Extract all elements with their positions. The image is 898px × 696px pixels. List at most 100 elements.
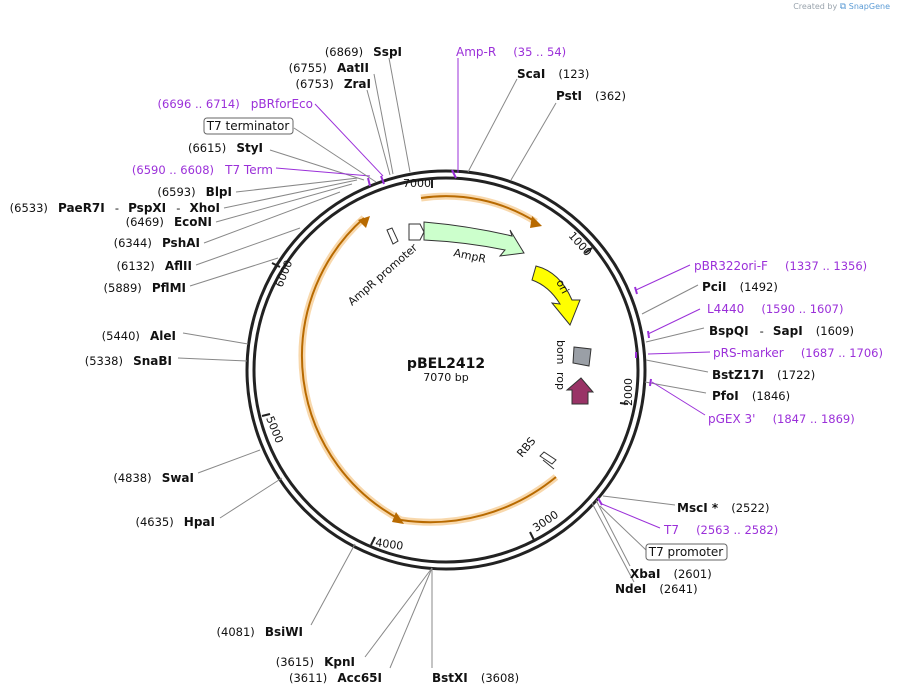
t7-promoter-label: T7 promoter bbox=[648, 545, 724, 559]
leader-aflii bbox=[195, 227, 301, 266]
ampr-arrow bbox=[423, 221, 525, 257]
primer-pbrforeco-range: (6696 .. 6714) bbox=[158, 97, 240, 111]
site-bsiwi-num: (4081) bbox=[217, 625, 255, 639]
site-swai: (4838) SwaI bbox=[113, 467, 194, 486]
bom-marker bbox=[572, 346, 592, 367]
site-msci-num: (2522) bbox=[731, 501, 769, 515]
site-leaders bbox=[177, 57, 709, 669]
site-msci-name: MscI * bbox=[677, 501, 719, 515]
ori-label: ori bbox=[553, 277, 571, 296]
site-bspqi-sep: - bbox=[760, 324, 764, 338]
primer-t7-term-name: T7 Term bbox=[224, 163, 273, 177]
site-labels: (6869) SspI (6755) AatII (6753) ZraI Sca… bbox=[10, 45, 854, 686]
boxed-feature-labels: T7 terminator T7 promoter bbox=[203, 117, 728, 561]
site-psti-name: PstI bbox=[556, 89, 582, 103]
tick-label-6000: 6000 bbox=[273, 258, 296, 289]
orf-arrow-top bbox=[530, 216, 542, 228]
site-hpai: (4635) HpaI bbox=[135, 511, 215, 530]
primer-prs-marker-name: pRS-marker bbox=[713, 346, 784, 360]
site-ndei: NdeI (2641) bbox=[615, 578, 698, 597]
leader-pbr322ori-f bbox=[635, 264, 691, 291]
t7-terminator-label: T7 terminator bbox=[206, 119, 290, 133]
leader-bstz17i bbox=[645, 359, 709, 373]
tick-mark-3000 bbox=[529, 531, 535, 541]
mark-pbrforeco bbox=[380, 175, 385, 185]
site-kpni: (3615) KpnI bbox=[276, 651, 355, 670]
orf-arrow-up bbox=[358, 216, 370, 228]
site-swai-num: (4838) bbox=[113, 471, 151, 485]
leader-pcii bbox=[641, 284, 699, 315]
site-scai-num: (123) bbox=[558, 67, 589, 81]
tick-label-7000: 7000 bbox=[403, 177, 431, 190]
site-pcii-num: (1492) bbox=[740, 280, 778, 294]
site-paer7i-num: (6533) bbox=[10, 201, 48, 215]
site-bstxi-name: BstXI bbox=[432, 671, 468, 685]
site-hpai-name: HpaI bbox=[184, 515, 215, 529]
mark-pgex3 bbox=[649, 378, 652, 387]
leader-econi bbox=[215, 183, 353, 223]
site-xbai: XbaI (2601) bbox=[630, 563, 712, 582]
site-sspi-name: SspI bbox=[373, 45, 402, 59]
site-econi: (6469) EcoNI bbox=[126, 211, 212, 230]
tick-mark-1000 bbox=[584, 247, 593, 254]
snapgene-logo-icon: ⧉ bbox=[839, 2, 847, 12]
leader-t7 bbox=[601, 503, 661, 529]
site-paer7i-name: PaeR7I bbox=[58, 201, 105, 215]
primer-t7-name: T7 bbox=[663, 523, 679, 537]
primer-amp-r-name: Amp-R bbox=[456, 45, 496, 59]
site-bstxi-num: (3608) bbox=[481, 671, 519, 685]
site-snabi: (5338) SnaBI bbox=[85, 350, 172, 369]
leader-pbrforeco bbox=[314, 103, 384, 177]
primer-l4440: L4440 (1590 .. 1607) bbox=[707, 298, 843, 317]
rbs-marker bbox=[539, 451, 557, 470]
site-paer7i-sep: - bbox=[115, 201, 119, 215]
leader-psti bbox=[510, 102, 557, 181]
site-pfoi-name: PfoI bbox=[712, 389, 739, 403]
site-pfoi: PfoI (1846) bbox=[712, 385, 790, 404]
site-bsiwi: (4081) BsiWI bbox=[217, 621, 303, 640]
site-acc65i-name: Acc65I bbox=[337, 671, 382, 685]
leader-xbai bbox=[595, 499, 631, 567]
ampr-promoter-arrow bbox=[408, 223, 425, 241]
site-styi-num: (6615) bbox=[188, 141, 226, 155]
leader-acc65i bbox=[389, 567, 433, 669]
primer-pbr322ori-f-range: (1337 .. 1356) bbox=[785, 259, 867, 273]
rop-label: rop bbox=[554, 372, 567, 390]
boxed-leaders bbox=[293, 127, 647, 551]
site-pcii: PciI (1492) bbox=[702, 276, 778, 295]
site-bspqi: BspQI - SapI (1609) bbox=[709, 320, 854, 339]
primer-l4440-range: (1590 .. 1607) bbox=[761, 302, 843, 316]
site-alei: (5440) AleI bbox=[102, 325, 176, 344]
tick-label-2000: 2000 bbox=[622, 378, 635, 406]
site-aflii: (6132) AflII bbox=[117, 255, 192, 274]
plasmid-name: pBEL2412 bbox=[407, 356, 485, 372]
credit-prefix: Created by bbox=[793, 2, 838, 11]
primer-marks bbox=[367, 169, 652, 506]
site-pflmi-num: (5889) bbox=[104, 281, 142, 295]
primer-labels: Amp-R (35 .. 54) (6696 .. 6714) pBRforEc… bbox=[132, 45, 883, 537]
primer-pbr322ori-f-name: pBR322ori-F bbox=[694, 259, 768, 273]
leader-snabi bbox=[177, 357, 248, 362]
site-pshai-name: PshAI bbox=[162, 236, 200, 250]
site-bspqi-num: (1609) bbox=[816, 324, 854, 338]
mark-l4440 bbox=[647, 330, 650, 339]
primer-pgex3: pGEX 3' (1847 .. 1869) bbox=[708, 408, 855, 427]
orf-arc-top-core bbox=[420, 195, 537, 223]
site-pflmi: (5889) PflMI bbox=[104, 277, 186, 296]
site-bstxi: BstXI (3608) bbox=[432, 667, 519, 686]
site-acc65i: (3611) Acc65I bbox=[289, 667, 382, 686]
leader-pgex3 bbox=[651, 381, 706, 416]
site-alei-name: AleI bbox=[150, 329, 176, 343]
site-acc65i-num: (3611) bbox=[289, 671, 327, 685]
site-psti-num: (362) bbox=[595, 89, 626, 103]
mark-t7-term bbox=[367, 177, 371, 187]
site-bstz17i: BstZ17I (1722) bbox=[712, 364, 815, 383]
site-scai: ScaI (123) bbox=[517, 63, 589, 82]
site-pshai-num: (6344) bbox=[114, 236, 152, 250]
site-bstz17i-name: BstZ17I bbox=[712, 368, 764, 382]
tick-mark-2000 bbox=[619, 402, 629, 405]
leader-kpni bbox=[364, 567, 433, 658]
primer-pgex3-range: (1847 .. 1869) bbox=[773, 412, 855, 426]
primer-leaders bbox=[275, 58, 711, 529]
leader-l4440 bbox=[647, 308, 701, 335]
